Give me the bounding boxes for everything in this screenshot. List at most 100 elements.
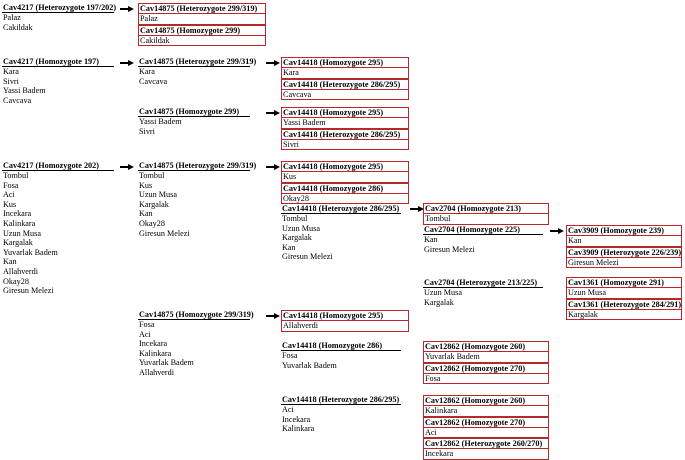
cultivar-name: Kan: [3, 257, 17, 267]
cultivar-name: Tombul: [425, 214, 451, 223]
cultivar-name: Cavcava: [139, 76, 168, 86]
marker-header: Cav14418 (Homozygote 295): [282, 108, 408, 118]
marker-header: Cav4217 (Homozygote 202): [2, 161, 114, 171]
result-box: Cav2704 (Homozygote 213)Tombul: [423, 203, 549, 225]
cultivar-name: Incekara: [3, 209, 32, 219]
marker-header: Cav14875 (Homozygote 299): [139, 24, 265, 36]
cultivar-name: Aci: [3, 190, 15, 200]
arrow-right-icon: [120, 164, 134, 170]
cultivar-name: Yassi Badem: [3, 86, 46, 96]
cultivar-name: Okay28: [139, 218, 165, 228]
cultivar-name: Giresun Melezi: [3, 286, 54, 296]
arrow-right-icon: [550, 228, 564, 234]
cultivar-name: Yuvarlak Badem: [282, 360, 337, 370]
cultivar-name: Kan: [567, 236, 681, 247]
cultivar-name: Cakildak: [140, 35, 170, 45]
cultivar-name: Kalinkara: [3, 218, 36, 228]
result-box: Cav14418 (Homozygote 295)Allahverdi: [281, 310, 409, 332]
arrow-right-icon: [410, 206, 424, 212]
cultivar-name: Uzun Musa: [567, 288, 681, 299]
cultivar-name: Fosa: [425, 373, 441, 383]
marker-header: Cav2704 (Heterozygote 213/225): [423, 278, 543, 288]
cultivar-name: Uzun Musa: [3, 228, 41, 238]
cultivar-name: Allahverdi: [3, 266, 39, 276]
cultivar-name: Kus: [282, 172, 408, 183]
marker-header: Cav2704 (Homozygote 225): [423, 225, 543, 235]
marker-header: Cav12862 (Homozygote 260): [424, 396, 548, 406]
cultivar-name: Okay28: [3, 276, 29, 286]
cultivar-name: Yuvarlak Badem: [3, 247, 58, 257]
cultivar-name: Kara: [282, 68, 408, 79]
arrow-right-icon: [266, 60, 280, 66]
cultivar-name: Giresun Melezi: [282, 252, 333, 262]
cultivar-name: Tombul: [282, 214, 308, 223]
marker-header: Cav12862 (Homozygote 260): [424, 342, 548, 352]
marker-header: Cav2704 (Homozygote 213): [424, 204, 548, 214]
cultivar-name: Sivri: [139, 126, 155, 136]
cultivar-name: Kan: [282, 242, 296, 252]
cultivar-name: Kargalak: [282, 233, 312, 243]
marker-header: Cav14418 (Homozygote 295): [282, 311, 408, 321]
cultivar-name: Kan: [139, 209, 153, 219]
cultivar-name: Palaz: [139, 14, 265, 25]
cultivar-name: Allahverdi: [139, 367, 175, 377]
cultivar-name: Yassi Badem: [139, 117, 182, 126]
cultivar-name: Kus: [139, 180, 153, 190]
cultivar-name: Palaz: [3, 13, 21, 22]
cultivar-name: Fosa: [3, 180, 19, 190]
marker-header: Cav14418 (Homozygote 286): [282, 182, 408, 194]
cultivar-name: Okay28: [283, 193, 309, 203]
cultivar-name: Tombul: [3, 171, 29, 180]
cultivar-name: Tombul: [139, 171, 165, 180]
arrow-right-icon: [120, 60, 134, 66]
marker-header: Cav14418 (Heterozygote 286/295): [282, 128, 408, 140]
cultivar-name: Fosa: [139, 320, 155, 329]
cultivar-name: Kargalak: [424, 297, 454, 307]
cultivar-name: Aci: [282, 405, 294, 414]
cultivar-name: Cavcava: [3, 95, 32, 105]
marker-header: Cav14875 (Heterozygote 299/319): [139, 4, 265, 14]
cultivar-name: Yuvarlak Badem: [139, 358, 194, 368]
cultivar-name: Incekara: [282, 414, 311, 424]
cultivar-name: Giresun Melezi: [424, 244, 475, 254]
cultivar-name: Incekara: [425, 449, 454, 459]
marker-header: Cav14418 (Heterozygote 286/295): [281, 395, 401, 405]
marker-header: Cav14875 (Homozygote 299/319): [138, 310, 254, 320]
cultivar-name: Cavcava: [283, 89, 312, 99]
marker-header: Cav3909 (Homozygote 239): [567, 226, 681, 236]
cultivar-name: Kalinkara: [139, 348, 172, 358]
cultivar-name: Giresun Melezi: [139, 228, 190, 238]
cultivar-name: Kargalak: [568, 309, 598, 319]
arrow-right-icon: [266, 164, 280, 170]
cultivar-name: Kalinkara: [282, 424, 315, 434]
cultivar-name: Kalinkara: [424, 406, 548, 417]
cultivar-name: Uzun Musa: [424, 288, 462, 297]
arrow-right-icon: [266, 110, 280, 116]
cultivar-name: Allahverdi: [283, 321, 319, 330]
cultivar-name: Incekara: [139, 339, 168, 349]
marker-header: Cav12862 (Heterozygote 260/270): [424, 438, 548, 450]
cultivar-name: Uzun Musa: [282, 223, 320, 233]
marker-header: Cav14875 (Homozygote 299): [138, 107, 250, 117]
cultivar-name: Fosa: [282, 351, 298, 360]
marker-header: Cav14418 (Heterozygote 286/295): [282, 78, 408, 90]
arrow-right-icon: [266, 313, 280, 319]
marker-header: Cav4217 (Homozygote 197): [2, 57, 114, 67]
cultivar-name: Giresun Melezi: [568, 257, 619, 267]
